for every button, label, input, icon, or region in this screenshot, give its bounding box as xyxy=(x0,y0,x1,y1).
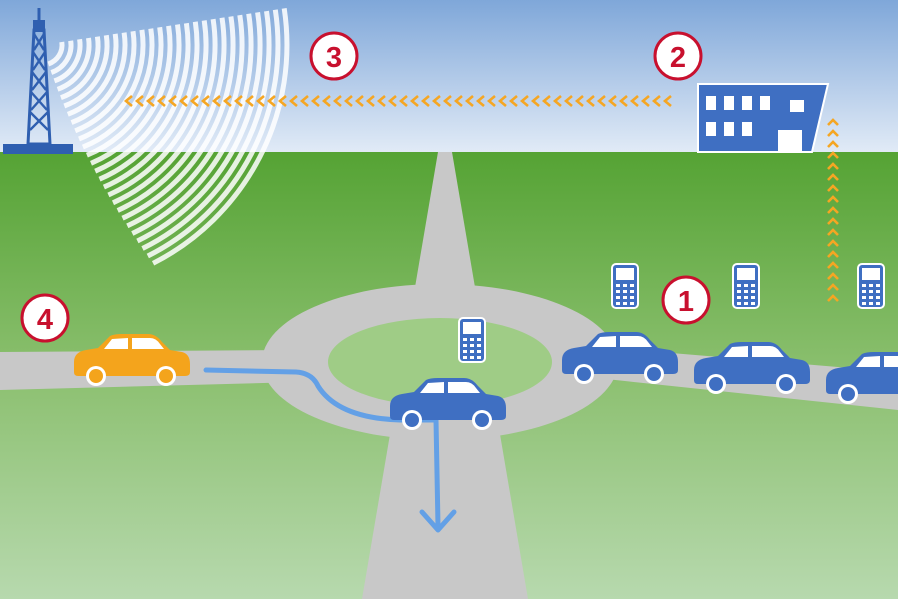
signal-wave xyxy=(85,26,164,158)
signal-wave xyxy=(102,21,200,190)
signal-wave xyxy=(146,9,281,259)
signal-waves xyxy=(47,8,290,266)
signal-wave xyxy=(74,30,137,134)
signal-wave xyxy=(126,14,245,229)
roundabout-center xyxy=(328,318,552,406)
step-number-2: 2 xyxy=(670,42,686,74)
signal-wave xyxy=(151,8,290,266)
signal-wave xyxy=(141,10,272,251)
route-arrow xyxy=(203,367,457,533)
signal-wave xyxy=(94,24,182,174)
office-building-icon xyxy=(697,83,830,153)
signal-wave xyxy=(136,12,263,244)
step-badge-1: 1 xyxy=(661,275,711,325)
signal-wave xyxy=(53,38,83,84)
step-badge-4: 4 xyxy=(20,293,70,343)
signal-wave xyxy=(66,33,119,117)
signal-wave xyxy=(70,32,128,125)
signal-wave xyxy=(63,34,110,109)
signal-wave xyxy=(50,40,74,75)
signal-wave xyxy=(78,29,146,142)
mobile-phone-icon xyxy=(611,263,639,309)
step-badge-2: 2 xyxy=(653,31,703,81)
signal-wave xyxy=(56,37,92,92)
step-badge-3: 3 xyxy=(309,31,359,81)
signal-wave xyxy=(98,22,191,182)
radio-tower-icon xyxy=(3,8,73,154)
signal-wave xyxy=(47,41,65,67)
signal-wave xyxy=(111,18,218,206)
mobile-phone-icon xyxy=(857,263,885,309)
mobile-phone-icon xyxy=(458,317,486,363)
signal-wave xyxy=(60,36,101,101)
signal-wave xyxy=(116,17,227,213)
signal-wave xyxy=(121,16,236,221)
signal-wave xyxy=(107,20,209,198)
mobile-phone-icon xyxy=(732,263,760,309)
signal-wave xyxy=(90,25,173,166)
step-number-3: 3 xyxy=(326,42,342,74)
step-number-1: 1 xyxy=(678,286,694,318)
signal-wave xyxy=(131,13,254,236)
step-number-4: 4 xyxy=(37,304,53,336)
